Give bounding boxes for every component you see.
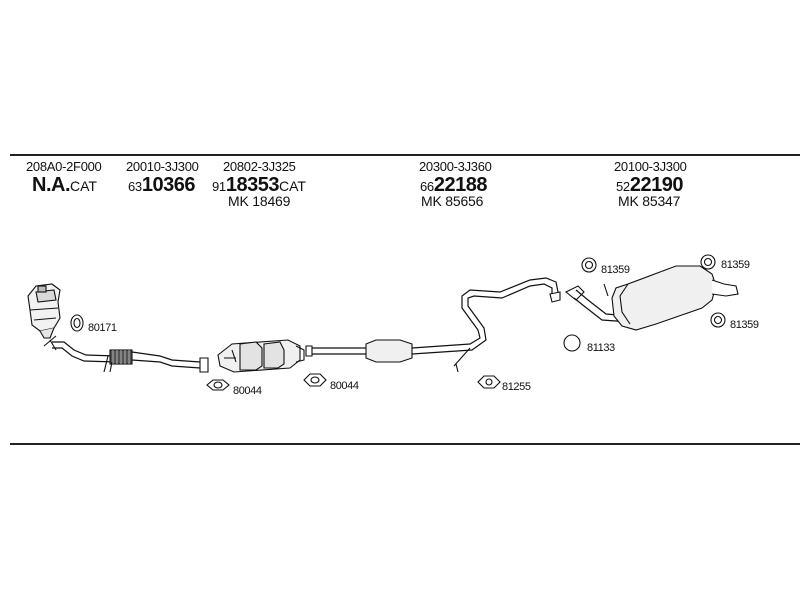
mk-number-3: MK 18469 <box>228 193 291 209</box>
top-rule <box>10 154 800 156</box>
center-pipe <box>305 277 561 373</box>
rear-muffler <box>564 265 739 331</box>
ref-number-3: 9118353CAT <box>212 175 306 195</box>
front-pipe <box>43 335 209 373</box>
ref-number-1: N.A.CAT <box>32 175 97 195</box>
cat-suffix-3: CAT <box>279 178 306 194</box>
catalytic-converter <box>217 339 305 373</box>
ref-big-2: 10366 <box>141 174 196 196</box>
callout-81359-a: 81359 <box>601 264 630 276</box>
ref-big-5: 22190 <box>629 174 684 196</box>
mount-81359-b <box>700 254 716 270</box>
ref-number-4: 6622188 <box>420 174 488 196</box>
callout-80044-a: 80044 <box>233 385 262 397</box>
mount-81359-c <box>710 312 726 328</box>
ref-prefix-3: 91 <box>212 179 226 194</box>
gasket-80171 <box>70 314 84 332</box>
bottom-rule <box>10 443 800 445</box>
ref-big-4: 22188 <box>433 174 488 196</box>
gasket-80044-a <box>206 379 230 391</box>
ref-number-2: 6310366 <box>128 174 196 196</box>
ref-big-1: N.A. <box>32 174 71 196</box>
mk-number-5: MK 85347 <box>618 193 681 209</box>
cat-suffix-1: CAT <box>70 178 97 194</box>
callout-80044-b: 80044 <box>330 380 359 392</box>
callout-81133: 81133 <box>587 342 615 354</box>
mount-81359-a <box>581 257 597 273</box>
ref-number-5: 5222190 <box>616 174 684 196</box>
ref-big-3: 18353 <box>225 174 280 196</box>
ref-prefix-5: 52 <box>616 179 630 194</box>
part-number-4: 20300-3J360 <box>419 159 492 174</box>
part-number-5: 20100-3J300 <box>614 159 687 174</box>
manifold-catalyst <box>27 283 61 339</box>
callout-81359-b: 81359 <box>721 259 750 271</box>
part-number-2: 20010-3J300 <box>126 159 199 174</box>
ref-prefix-4: 66 <box>420 179 434 194</box>
callout-81359-c: 81359 <box>730 319 759 331</box>
gasket-80044-b <box>303 373 327 387</box>
callout-81255: 81255 <box>502 381 531 393</box>
part-number-1: 208A0-2F000 <box>26 159 102 174</box>
hanger-81255 <box>477 375 501 389</box>
callout-80171: 80171 <box>88 322 117 334</box>
ref-prefix-2: 63 <box>128 179 142 194</box>
mk-number-4: MK 85656 <box>421 193 484 209</box>
part-number-3: 20802-3J325 <box>223 159 296 174</box>
ring-81133 <box>563 334 581 352</box>
